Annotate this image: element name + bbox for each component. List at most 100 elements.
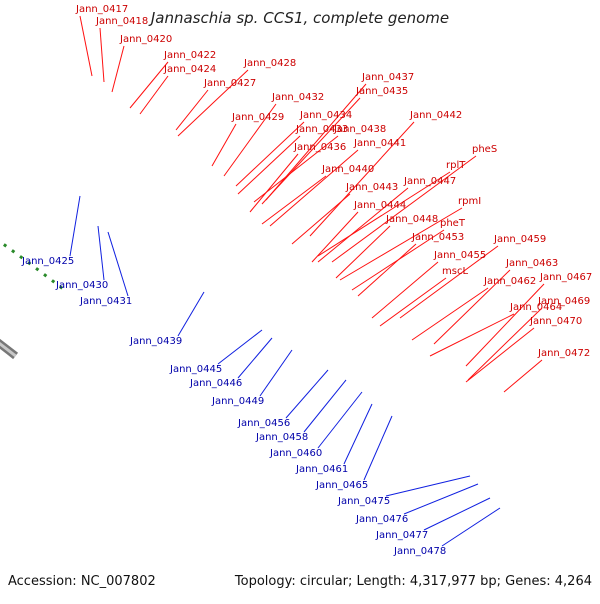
reverse-label-leader [217, 329, 263, 365]
reverse-gene-label: Jann_0477 [375, 530, 428, 541]
forward-label-leader [99, 27, 105, 83]
accession-text: Accession: NC_007802 [8, 574, 156, 589]
reverse-gene-label: Jann_0446 [189, 378, 242, 389]
reverse-label-leader [285, 369, 329, 419]
forward-gene-label: Jann_0448 [385, 214, 438, 225]
forward-gene-label: Jann_0462 [483, 276, 536, 287]
forward-label-leader [371, 261, 439, 319]
topology-summary: Topology: circular; Length: 4,317,977 bp… [234, 574, 592, 589]
genome-backbone [0, 338, 19, 360]
forward-label-leader [265, 83, 367, 201]
reverse-label-leader [363, 415, 393, 481]
reverse-label-leader [237, 337, 273, 379]
forward-label-leader [379, 277, 447, 327]
forward-label-leader [309, 121, 415, 237]
forward-gene-label: pheT [440, 218, 466, 229]
forward-label-leader [399, 245, 499, 319]
forward-gene-label: Jann_0459 [493, 234, 546, 245]
forward-gene-label: Jann_0464 [509, 302, 562, 313]
reverse-gene-label: Jann_0456 [237, 418, 290, 429]
forward-gene-label: Jann_0436 [293, 142, 346, 153]
forward-gene-label: Jann_0440 [321, 164, 374, 175]
reverse-gene-label: Jann_0475 [337, 496, 390, 507]
reverse-gene-label: Jann_0461 [295, 464, 348, 475]
forward-label-leader [269, 149, 359, 227]
forward-gene-label: Jann_0444 [353, 200, 406, 211]
reverse-label-leader [69, 195, 81, 257]
forward-gene-label: pheS [472, 144, 497, 155]
reverse-label-leader [177, 291, 205, 337]
forward-label-leader [223, 103, 277, 177]
forward-label-leader [111, 45, 125, 93]
reverse-label-leader [97, 225, 105, 281]
forward-gene-label: Jann_0472 [537, 348, 590, 359]
forward-gene-label: Jann_0420 [119, 34, 172, 45]
forward-gene-label: Jann_0427 [203, 78, 256, 89]
reverse-gene-label: Jann_0445 [169, 364, 222, 375]
forward-gene-label: Jann_0424 [163, 64, 216, 75]
forward-gene-label: Jann_0470 [529, 316, 582, 327]
reverse-gene-label: Jann_0431 [79, 296, 132, 307]
forward-label-leader [175, 89, 209, 131]
forward-label-leader [411, 287, 489, 341]
forward-label-leader [261, 97, 361, 205]
reverse-gene-label: Jann_0460 [269, 448, 322, 459]
forward-gene-label: Jann_0453 [411, 232, 464, 243]
reverse-label-leader [107, 231, 129, 297]
forward-gene-label: Jann_0432 [271, 92, 324, 103]
forward-label-leader [465, 283, 545, 367]
reverse-label-leader [317, 391, 363, 449]
forward-label-leader [177, 69, 249, 137]
forward-gene-label: Jann_0463 [505, 258, 558, 269]
reverse-label-leader [403, 483, 479, 515]
forward-label-leader [331, 155, 477, 263]
forward-gene-label: Jann_0433 [295, 124, 348, 135]
forward-gene-label: Jann_0442 [409, 110, 462, 121]
forward-gene-label: mscL [442, 266, 468, 277]
forward-gene-label: Jann_0435 [355, 86, 408, 97]
forward-label-leader [211, 123, 237, 167]
reverse-gene-label: Jann_0425 [21, 256, 74, 267]
reverse-gene-label: Jann_0458 [255, 432, 308, 443]
reverse-label-leader [343, 403, 373, 465]
forward-gene-label: Jann_0418 [95, 16, 148, 27]
genome-backbone-highlight [0, 342, 17, 358]
forward-gene-label: Jann_0469 [537, 296, 590, 307]
forward-label-leader [429, 313, 515, 357]
forward-label-leader [291, 193, 351, 245]
forward-label-leader [237, 135, 301, 195]
forward-label-leader [249, 153, 299, 213]
reverse-label-leader [385, 475, 471, 497]
forward-gene-label: Jann_0447 [403, 176, 456, 187]
forward-label-leader [467, 307, 543, 381]
reverse-label-leader [303, 379, 347, 433]
reverse-gene-label: Jann_0449 [211, 396, 264, 407]
forward-gene-label: Jann_0443 [345, 182, 398, 193]
reverse-label-leader [259, 349, 293, 397]
forward-label-leader [129, 61, 169, 109]
forward-gene-label: Jann_0467 [539, 272, 592, 283]
forward-label-leader [261, 175, 327, 225]
genome-title: Jannaschia sp. CCS1, complete genome [150, 9, 450, 27]
reverse-gene-label: Jann_0478 [393, 546, 446, 557]
forward-label-leader [317, 187, 409, 263]
forward-label-leader [235, 121, 305, 187]
forward-gene-label: rpmI [458, 196, 481, 207]
forward-gene-label: Jann_0437 [361, 72, 414, 83]
forward-gene-label: Jann_0417 [75, 4, 128, 15]
forward-gene-label: Jann_0434 [299, 110, 352, 121]
forward-gene-label: Jann_0438 [333, 124, 386, 135]
forward-label-leader [317, 171, 451, 257]
forward-label-leader [465, 327, 535, 383]
forward-label-leader [357, 243, 417, 297]
reverse-gene-label: Jann_0439 [129, 336, 182, 347]
forward-label-leader [79, 15, 93, 77]
forward-gene-label: Jann_0429 [231, 112, 284, 123]
forward-label-leader [311, 211, 359, 263]
forward-label-leader [503, 359, 543, 393]
forward-gene-label: Jann_0441 [353, 138, 406, 149]
reverse-label-leader [423, 497, 491, 531]
reverse-gene-label: Jann_0476 [355, 514, 408, 525]
